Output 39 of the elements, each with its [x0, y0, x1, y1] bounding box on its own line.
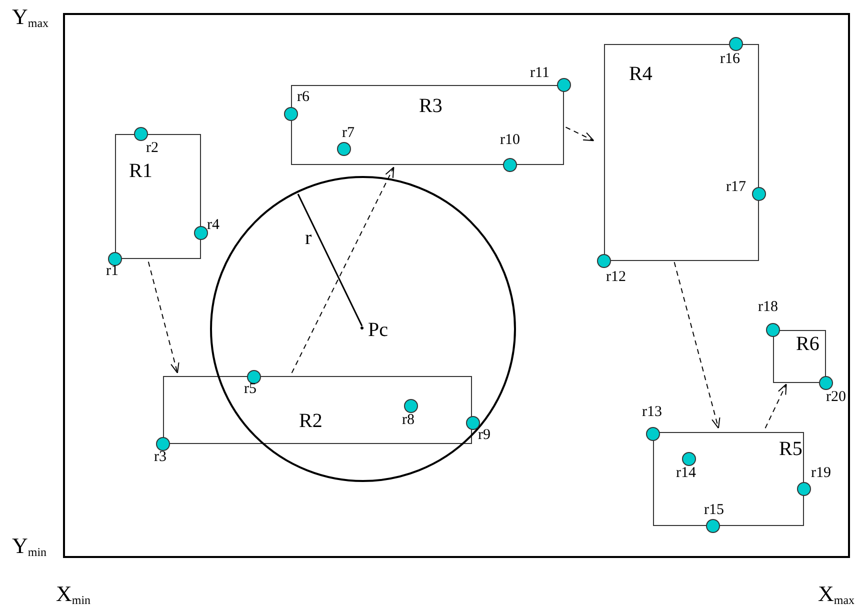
- point-label: r5: [244, 382, 256, 397]
- region-label: R1: [129, 161, 152, 181]
- point-label: r14: [676, 466, 696, 481]
- axis-bound-label: X$_{max}$: [818, 583, 855, 605]
- center-label: Pc: [368, 320, 388, 340]
- bounding-box: [63, 13, 850, 558]
- point-label: r18: [758, 300, 778, 315]
- point-label: r10: [500, 133, 520, 148]
- region-label: R3: [419, 96, 442, 116]
- point-label: r2: [146, 141, 158, 156]
- point-label: r6: [297, 90, 310, 105]
- point-label: r13: [642, 405, 662, 420]
- dashed-arrow: [764, 384, 787, 429]
- point-label: r4: [207, 218, 220, 233]
- point-label: r7: [342, 126, 354, 141]
- dashed-arrow: [291, 166, 394, 374]
- region-label: R2: [299, 411, 322, 431]
- region-label: R6: [796, 334, 820, 354]
- radius-label: r: [305, 228, 312, 248]
- point-label: r12: [606, 270, 626, 285]
- region-rect: [604, 44, 759, 261]
- point-label: r8: [402, 413, 414, 428]
- point-label: r15: [704, 503, 724, 518]
- region-label: R4: [629, 64, 652, 84]
- point-label: r3: [154, 450, 166, 465]
- point-label: r20: [826, 390, 846, 405]
- point-label: r17: [726, 180, 746, 195]
- dashed-arrow: [674, 262, 720, 429]
- dashed-arrow: [148, 261, 180, 374]
- point-label: r9: [478, 428, 490, 443]
- point-label: r11: [530, 66, 550, 81]
- axis-bound-label: X$_{min}$: [56, 583, 91, 605]
- dashed-arrow: [565, 126, 594, 142]
- point-label: r19: [811, 466, 831, 481]
- axis-bound-label: Y$_{max}$: [12, 6, 49, 28]
- point-label: r1: [106, 264, 118, 279]
- region-label: R5: [779, 439, 802, 459]
- axis-bound-label: Y$_{min}$: [12, 535, 47, 557]
- point-label: r16: [720, 52, 740, 67]
